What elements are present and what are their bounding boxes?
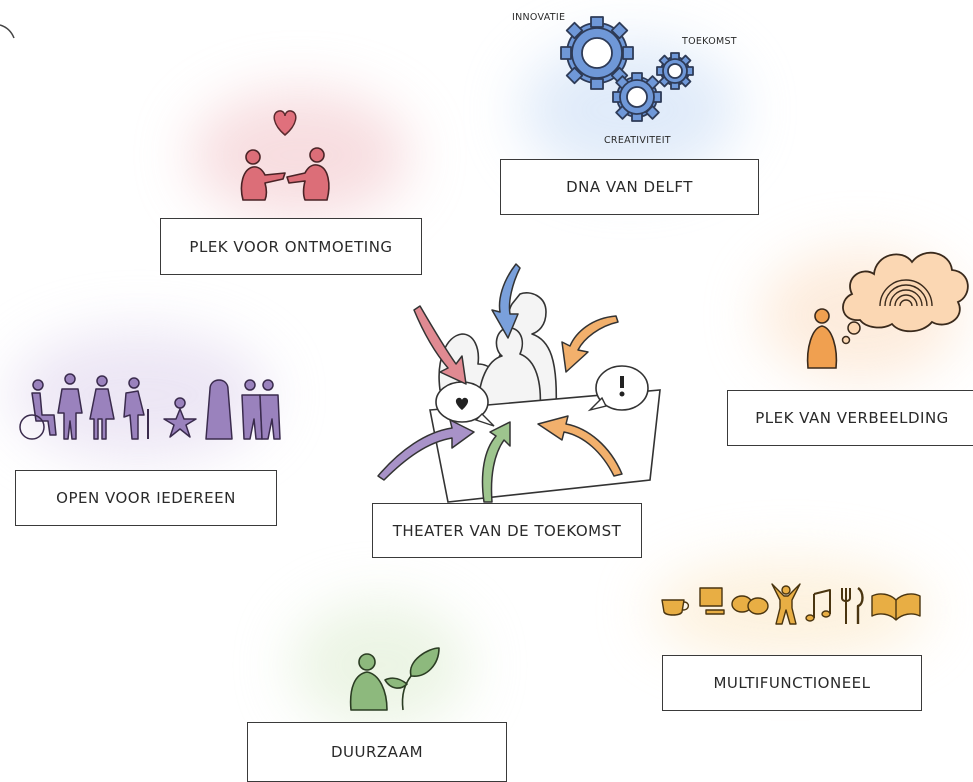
pink-wash (190, 90, 410, 220)
activity-icons (661, 583, 921, 625)
corner-mark (0, 24, 15, 39)
gear-label-creativiteit: CREATIVITEIT (604, 135, 671, 146)
label-dna-van-delft: DNA VAN DELFT (500, 159, 759, 215)
label-open-voor-iedereen: OPEN VOOR IEDEREEN (15, 470, 277, 526)
book-icon (871, 593, 921, 621)
orange-arrow-top-icon (561, 315, 619, 373)
music-note-icon (805, 589, 831, 622)
pink-arrow-icon (413, 305, 467, 385)
gear-toekomst-icon (656, 52, 694, 90)
gear-label-toekomst: TOEKOMST (682, 36, 737, 47)
person-icon (806, 308, 838, 369)
label-theater-van-de-toekomst: THEATER VAN DE TOEKOMST (372, 503, 642, 558)
sustainable-icon (349, 647, 440, 711)
cutlery-icon (841, 587, 864, 624)
meeting-people-icon (240, 110, 330, 201)
blue-arrow-icon (491, 263, 521, 339)
gears-icon (560, 16, 694, 122)
green-arrow-icon (481, 421, 511, 503)
label-multifunctioneel: MULTIFUNCTIONEEL (662, 655, 922, 711)
diverse-people-icon (19, 373, 281, 440)
heart-icon (273, 110, 297, 136)
dancer-icon (771, 583, 801, 625)
thought-cloud-icon (842, 251, 969, 333)
leaf-icon (384, 647, 440, 711)
imagination-icon (806, 251, 969, 369)
purple-arrow-icon (377, 419, 475, 481)
theater-icon (377, 263, 661, 503)
label-duurzaam: DUURZAAM (247, 722, 507, 782)
orange-arrow-bottom-icon (537, 415, 623, 477)
heart-speech-bubble-icon (435, 381, 495, 427)
monitor-icon (699, 587, 725, 615)
gear-label-innovatie: INNOVATIE (512, 12, 566, 23)
exclamation-speech-bubble-icon (587, 365, 649, 412)
label-plek-van-verbeelding: PLEK VAN VERBEELDING (727, 390, 973, 446)
speech-bubbles-icon (731, 595, 769, 615)
cup-icon (661, 599, 690, 616)
label-plek-voor-ontmoeting: PLEK VOOR ONTMOETING (160, 218, 422, 275)
gear-creativiteit-icon (612, 72, 662, 122)
rainbow-icon (879, 279, 933, 307)
